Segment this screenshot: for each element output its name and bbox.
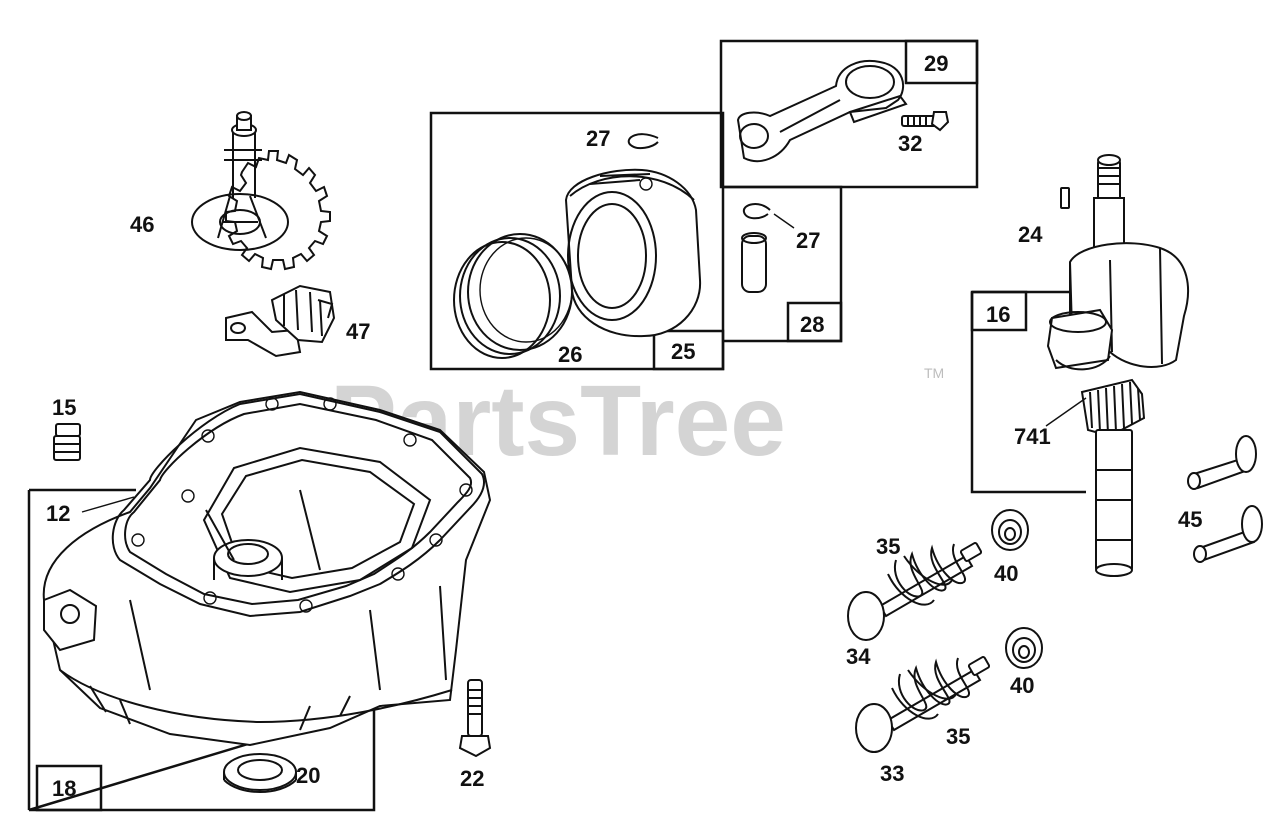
engine-base-part[interactable] <box>42 390 492 747</box>
valve-spring-35a-part[interactable] <box>887 543 967 606</box>
label-741: 741 <box>1014 424 1051 449</box>
crank-key-part[interactable] <box>1060 187 1070 209</box>
leader-741 <box>1045 397 1087 427</box>
valve-33-part[interactable] <box>855 656 991 753</box>
cam-gear-part[interactable] <box>191 111 331 271</box>
governor-part[interactable] <box>225 284 336 358</box>
label-33: 33 <box>880 761 904 786</box>
tappet-lower-part[interactable] <box>1193 505 1263 563</box>
label-47: 47 <box>346 319 370 344</box>
leader-27b <box>773 213 795 229</box>
label-34: 34 <box>846 644 871 669</box>
leader-12 <box>81 496 135 513</box>
label-46: 46 <box>130 212 154 237</box>
label-35b: 35 <box>946 724 970 749</box>
label-40b: 40 <box>1010 673 1034 698</box>
label-26: 26 <box>558 342 582 367</box>
label-box-16 <box>970 290 1028 332</box>
label-box-29 <box>904 39 979 85</box>
spring-retainer-40b-part[interactable] <box>1005 627 1043 669</box>
label-box-18 <box>35 764 103 812</box>
label-24: 24 <box>1018 222 1043 247</box>
label-28: 28 <box>800 312 824 337</box>
spring-retainer-40a-part[interactable] <box>991 509 1029 551</box>
box-28 <box>723 185 843 343</box>
rod-bolt-32-part[interactable] <box>901 111 950 132</box>
piston-part[interactable] <box>564 168 702 338</box>
label-15: 15 <box>52 395 76 420</box>
label-16: 16 <box>986 302 1010 327</box>
piston-pin-part[interactable] <box>741 232 767 293</box>
retaining-clip-27a-part[interactable] <box>627 133 659 150</box>
label-32: 32 <box>898 131 922 156</box>
label-box-25 <box>652 329 725 371</box>
label-12: 12 <box>46 501 70 526</box>
valve-spring-35b-part[interactable] <box>891 657 971 720</box>
label-18: 18 <box>52 776 76 801</box>
box-25 <box>429 111 725 371</box>
box-29 <box>719 39 979 189</box>
box-18 <box>28 488 376 812</box>
connecting-rod-part[interactable] <box>736 60 908 163</box>
drain-plug-part[interactable] <box>53 423 81 461</box>
bolt-22-part[interactable] <box>458 679 492 758</box>
label-25: 25 <box>671 339 695 364</box>
valve-34-part[interactable] <box>847 542 983 641</box>
crankshaft-part[interactable] <box>1046 154 1190 577</box>
trademark-text: TM <box>924 365 944 381</box>
label-22: 22 <box>460 766 484 791</box>
oil-seal-part[interactable] <box>223 753 297 793</box>
label-40a: 40 <box>994 561 1018 586</box>
label-29: 29 <box>924 51 948 76</box>
label-45: 45 <box>1178 507 1202 532</box>
tappet-upper-part[interactable] <box>1187 435 1257 490</box>
piston-rings-part[interactable] <box>453 233 573 359</box>
retaining-clip-27b-part[interactable] <box>742 203 771 220</box>
label-20: 20 <box>296 763 320 788</box>
label-box-28 <box>786 301 843 343</box>
label-27a: 27 <box>586 126 610 151</box>
label-35a: 35 <box>876 534 900 559</box>
label-27b: 27 <box>796 228 820 253</box>
